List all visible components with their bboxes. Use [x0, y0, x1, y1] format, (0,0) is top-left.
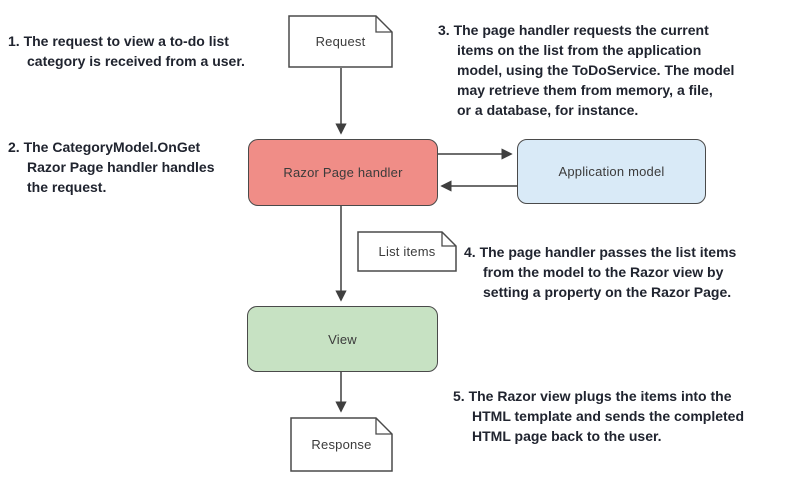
node-request-label: Request	[315, 34, 366, 49]
annotation-5-text: The Razor view plugs the items into the …	[468, 388, 745, 444]
annotation-1-text: The request to view a to-do list categor…	[23, 33, 245, 69]
node-application-model: Application model	[517, 139, 706, 204]
annotation-4-number: 4.	[464, 244, 476, 260]
node-view-label: View	[328, 331, 357, 347]
annotation-3: 3. The page handler requests the current…	[438, 20, 790, 120]
annotation-4: 4. The page handler passes the list item…	[464, 242, 790, 302]
node-razor-page-handler-label: Razor Page handler	[283, 165, 403, 180]
annotation-5: 5. The Razor view plugs the items into t…	[453, 386, 790, 446]
annotation-3-text: The page handler requests the current it…	[453, 22, 735, 118]
document-shape	[290, 417, 393, 472]
annotation-2-number: 2.	[8, 139, 20, 155]
node-list-items: List items	[357, 231, 457, 272]
node-response: Response	[290, 417, 393, 472]
node-razor-page-handler: Razor Page handler	[248, 139, 438, 206]
annotation-1-number: 1.	[8, 33, 20, 49]
node-application-model-label: Application model	[558, 164, 665, 179]
node-view: View	[247, 306, 438, 372]
annotation-2-text: The CategoryModel.OnGet Razor Page handl…	[23, 139, 215, 195]
annotation-2: 2. The CategoryModel.OnGet Razor Page ha…	[8, 137, 297, 197]
document-shape	[357, 231, 457, 272]
annotation-1: 1. The request to view a to-do list cate…	[8, 31, 317, 71]
annotation-5-number: 5.	[453, 388, 465, 404]
document-shape	[288, 15, 393, 68]
node-response-label: Response	[311, 437, 372, 452]
node-list-items-label: List items	[378, 244, 436, 259]
annotation-4-text: The page handler passes the list items f…	[479, 244, 737, 300]
node-request: Request	[288, 15, 393, 68]
annotation-3-number: 3.	[438, 22, 450, 38]
